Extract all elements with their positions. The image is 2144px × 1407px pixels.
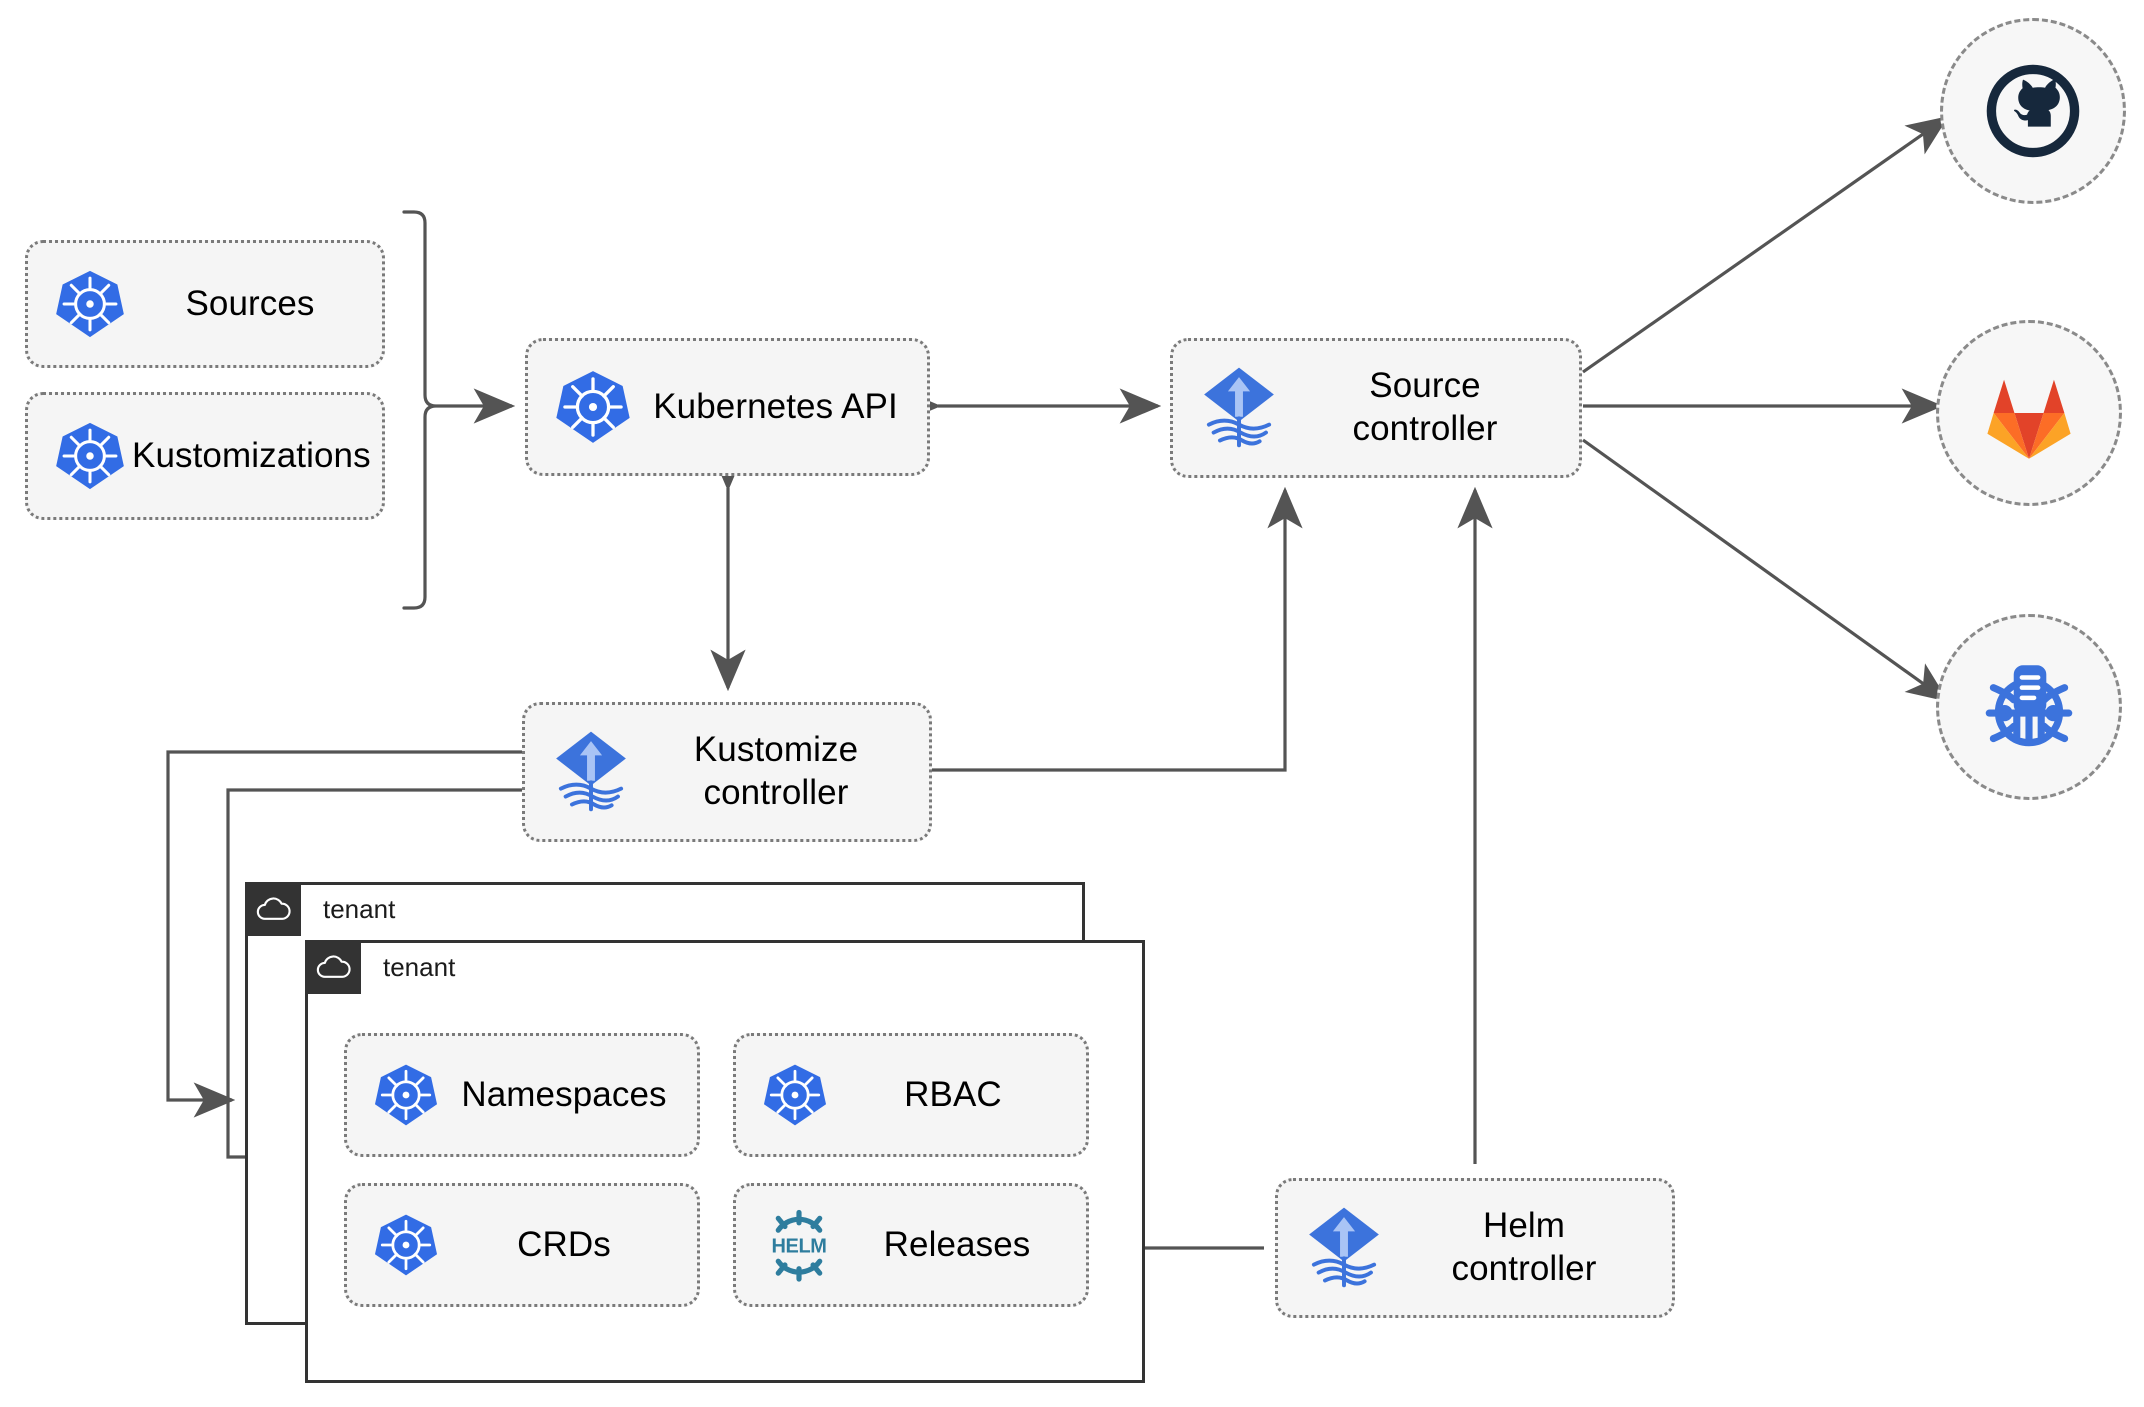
tenant-tab: tenant [305, 940, 455, 994]
node-label: Releases [883, 1224, 1031, 1264]
node-label: RBAC [904, 1074, 1002, 1114]
gitlab-icon [1987, 379, 2071, 459]
flux-icon [1199, 366, 1279, 450]
node-label: Helm controller [1451, 1206, 1597, 1288]
node-label: Kustomize controller [693, 730, 859, 812]
node-label: Namespaces [461, 1074, 667, 1114]
node-kustomize-controller[interactable]: Kustomize controller [522, 702, 932, 842]
tenant-label: tenant [383, 951, 456, 982]
node-crds[interactable]: CRDs [344, 1183, 700, 1307]
flux-icon [551, 730, 631, 814]
provider-helm-repository[interactable] [1936, 614, 2122, 800]
kubernetes-icon [762, 1062, 828, 1128]
node-label: Source controller [1352, 366, 1498, 448]
kubernetes-icon [373, 1212, 439, 1278]
kubernetes-icon [54, 420, 126, 492]
helm-repository-icon [1985, 665, 2073, 747]
helm-icon: HELM [762, 1208, 836, 1282]
provider-github[interactable] [1940, 18, 2126, 204]
tenant-inner: tenant Namespaces [305, 940, 1145, 1383]
node-rbac[interactable]: RBAC [733, 1033, 1089, 1157]
node-label: CRDs [517, 1224, 611, 1264]
node-sources[interactable]: Sources [25, 240, 385, 368]
cloud-icon [305, 940, 361, 994]
tenant-label: tenant [323, 893, 396, 924]
node-label: Sources [185, 283, 315, 323]
node-releases[interactable]: HELM Releases [733, 1183, 1089, 1307]
svg-text:HELM: HELM [771, 1235, 826, 1257]
kubernetes-icon [54, 268, 126, 340]
node-kubernetes-api[interactable]: Kubernetes API [525, 338, 930, 476]
node-namespaces[interactable]: Namespaces [344, 1033, 700, 1157]
provider-gitlab[interactable] [1936, 320, 2122, 506]
kubernetes-icon [554, 368, 632, 446]
github-icon [1986, 64, 2080, 158]
node-helm-controller[interactable]: Helm controller [1275, 1178, 1675, 1318]
kubernetes-icon [373, 1062, 439, 1128]
cloud-icon [245, 882, 301, 936]
node-kustomizations[interactable]: Kustomizations [25, 392, 385, 520]
tenant-tab: tenant [245, 882, 395, 936]
flux-icon [1304, 1206, 1384, 1290]
node-label: Kustomizations [132, 435, 371, 475]
node-source-controller[interactable]: Source controller [1170, 338, 1582, 478]
node-label: Kubernetes API [653, 386, 898, 426]
